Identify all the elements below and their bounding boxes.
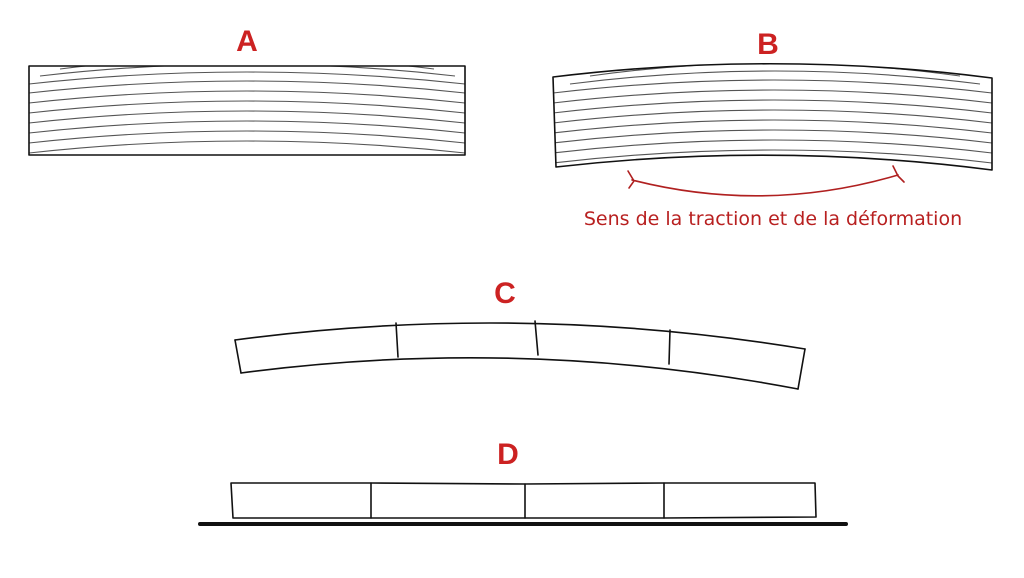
curved-panel-left-end	[234, 339, 242, 374]
panel-a-label: A	[236, 25, 258, 58]
panel-c-label: C	[494, 277, 516, 310]
curved-panel-joint-1	[395, 322, 399, 358]
panel-a: A	[28, 25, 466, 156]
panel-d-label: D	[497, 438, 519, 471]
panel-b-grain-lines	[553, 63, 992, 164]
panel-c: C	[234, 277, 806, 390]
panel-b: B Sens de la traction et de la déformati…	[552, 28, 993, 230]
flat-panel-outline	[230, 482, 817, 519]
curved-panel-joint-2	[534, 320, 539, 356]
panel-b-label: B	[757, 28, 779, 61]
board-b-cupped-outline	[552, 62, 993, 171]
curved-panel-bottom-edge	[240, 356, 799, 390]
board-a-outline	[28, 65, 466, 156]
panel-d: D	[198, 438, 848, 526]
curved-panel-top-edge	[234, 322, 806, 350]
traction-caption: Sens de la traction et de la déformation	[584, 208, 962, 230]
curved-panel-joint-3	[668, 329, 671, 365]
arrowhead-right-icon	[892, 165, 905, 183]
panel-a-grain-lines	[29, 66, 465, 154]
traction-arc-arrow	[631, 174, 899, 197]
arrowhead-left-icon	[627, 170, 635, 189]
curved-panel-right-end	[797, 348, 806, 390]
